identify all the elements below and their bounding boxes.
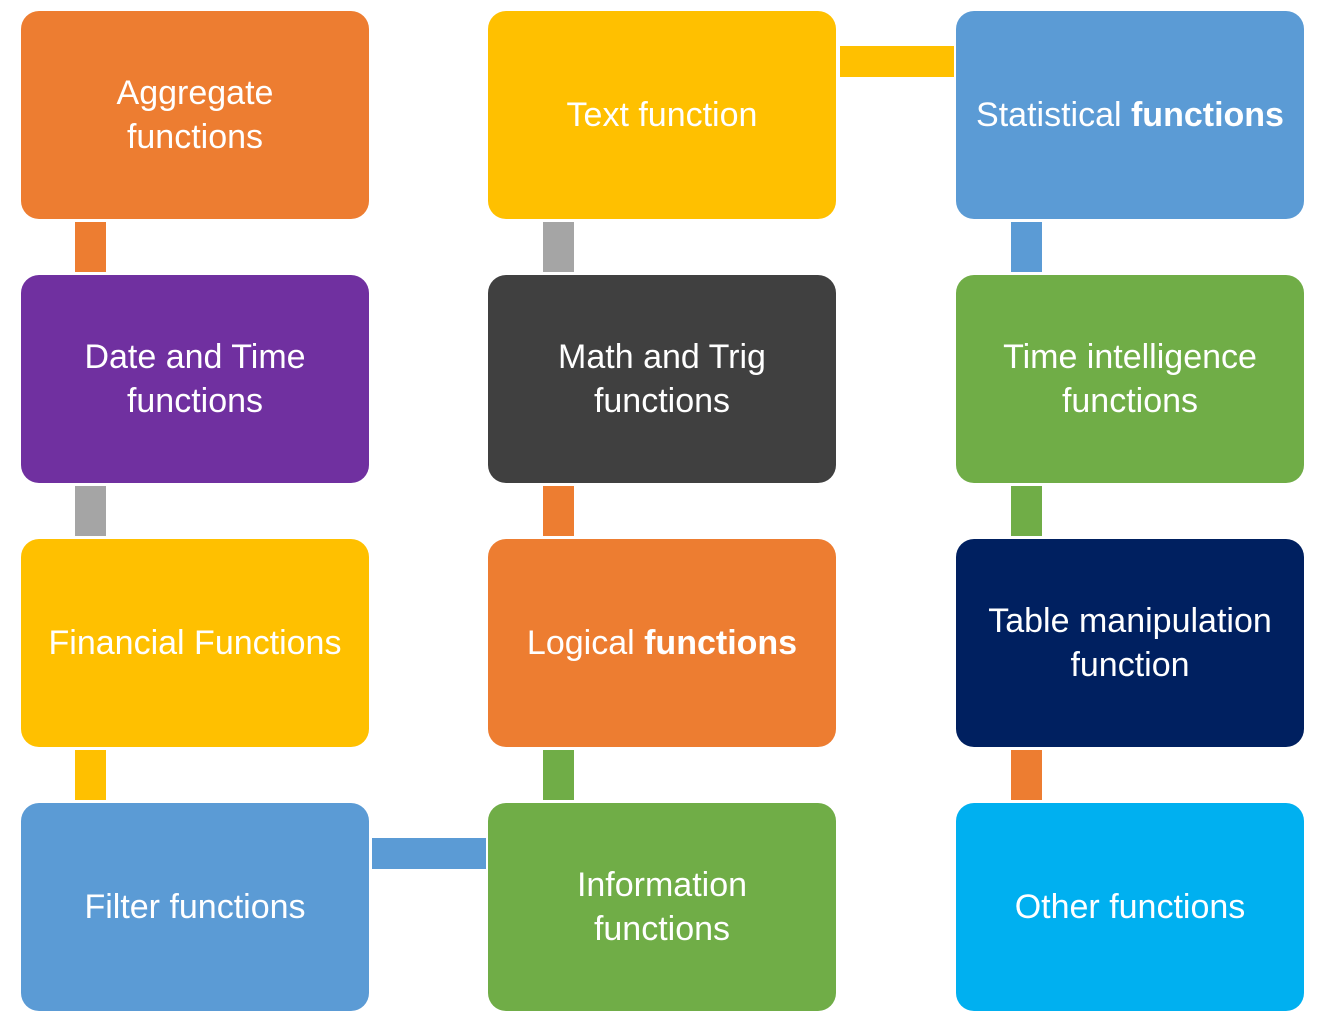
connector-logical-math [543,486,574,536]
filter-functions-box: Filter functions [21,803,369,1011]
logical-functions-label: Logical functions [526,624,798,662]
connector-statistical-time [1011,222,1042,272]
connector-date-financial [75,486,106,536]
connector-text-statistical [840,46,954,77]
aggregate-functions-label: Aggregate functions [116,74,274,156]
financial-functions-label: Financial Functions [48,624,342,662]
time-intelligence-functions-box: Time intelligence functions [956,275,1304,483]
text-function-box: Text function [488,11,836,219]
table-manipulation-function-box: Table manipulation function [956,539,1304,747]
information-functions-label: Information functions [576,866,748,948]
connector-financial-filter [75,750,106,800]
math-trig-functions-label: Math and Trig functions [558,338,766,420]
date-time-functions-box: Date and Time functions [21,275,369,483]
math-trig-functions-box: Math and Trig functions [488,275,836,483]
connector-aggregate-date [75,222,106,272]
filter-functions-label: Filter functions [84,888,306,926]
time-intelligence-functions-label: Time intelligence functions [1003,338,1257,420]
table-manipulation-function-label: Table manipulation function [988,602,1272,684]
aggregate-functions-box: Aggregate functions [21,11,369,219]
date-time-functions-label: Date and Time functions [84,338,306,420]
text-function-label: Text function [566,96,758,134]
connector-filter-information [372,838,486,869]
connector-time-table [1011,486,1042,536]
other-functions-box: Other functions [956,803,1304,1011]
connector-information-logical [543,750,574,800]
financial-functions-box: Financial Functions [21,539,369,747]
logical-functions-box: Logical functions [488,539,836,747]
statistical-functions-box: Statistical functions [956,11,1304,219]
connector-table-other [1011,750,1042,800]
connector-math-text [543,222,574,272]
other-functions-label: Other functions [1014,888,1246,926]
information-functions-box: Information functions [488,803,836,1011]
statistical-functions-label: Statistical functions [976,96,1284,134]
